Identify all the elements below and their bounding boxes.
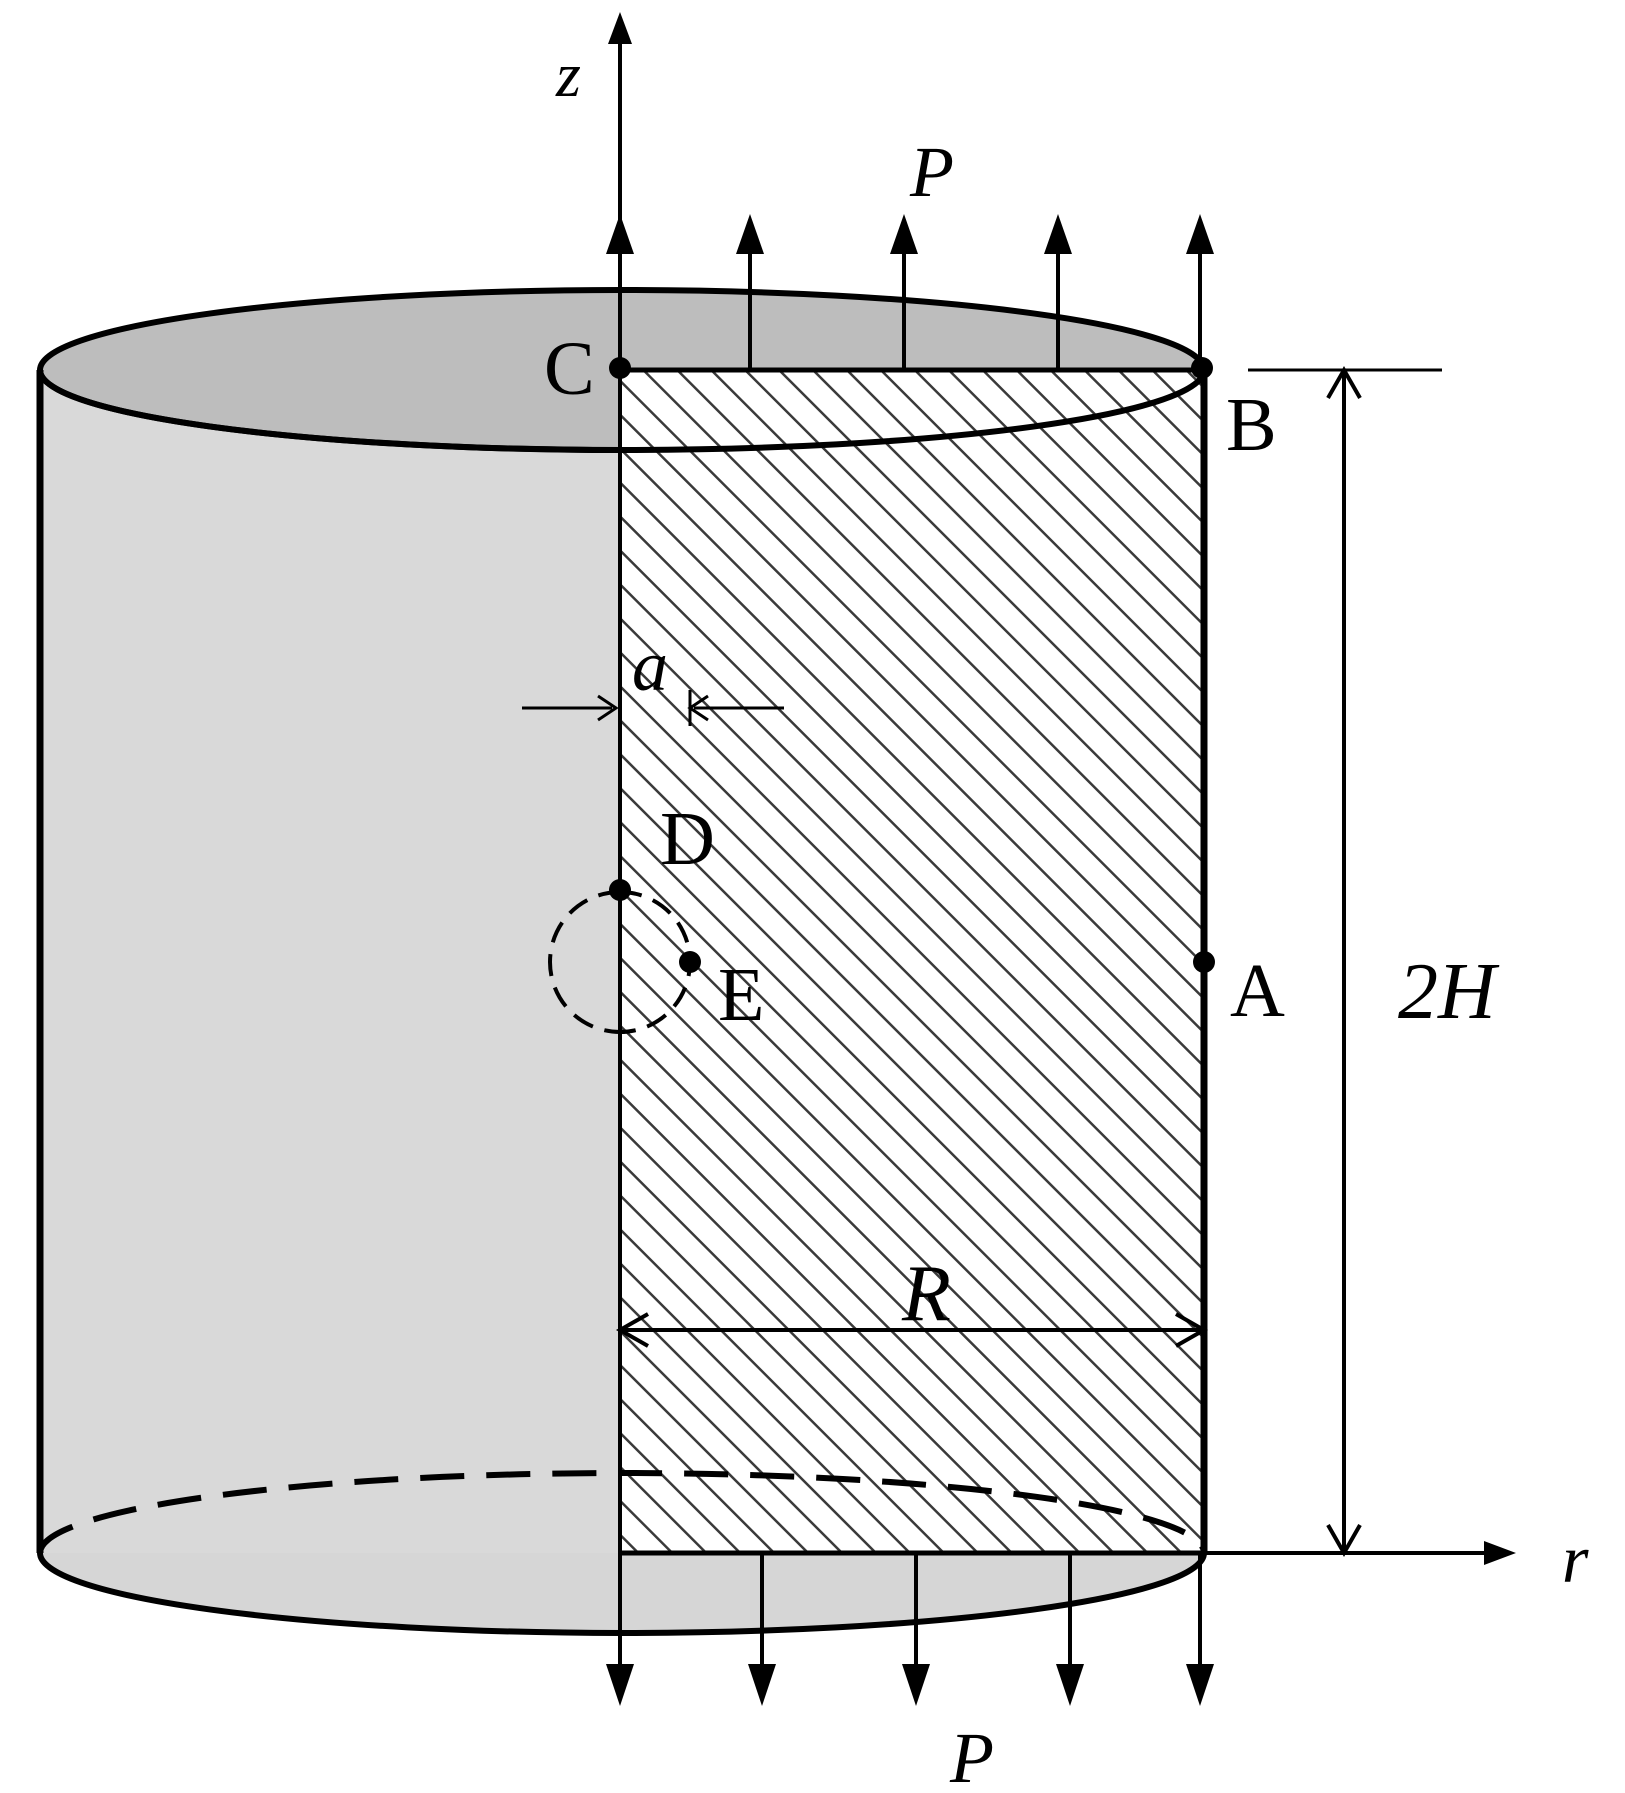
- radius-dim-label: R: [901, 1250, 951, 1338]
- crack-circle-dashed-left: [548, 890, 621, 1034]
- point-a-marker: [1193, 951, 1215, 973]
- point-d-label: D: [660, 797, 715, 881]
- point-a-label: A: [1230, 949, 1285, 1033]
- bottom-load-arrows: [606, 1553, 1214, 1706]
- point-d-marker: [609, 879, 631, 901]
- bottom-load-label: P: [949, 1718, 994, 1793]
- r-axis-arrowhead: [1484, 1541, 1516, 1565]
- top-load-label: P: [909, 132, 954, 212]
- z-axis-arrowhead: [608, 12, 632, 44]
- r-axis-label: r: [1562, 1521, 1589, 1597]
- radius-dim-arrow-right: [1175, 1312, 1209, 1348]
- gap-dim-label: a: [632, 626, 668, 706]
- radius-dim-arrow-left: [615, 1312, 649, 1348]
- top-load-arrows: [606, 214, 1214, 370]
- gap-dim-left-arrow: [597, 694, 619, 722]
- point-e-label: E: [718, 953, 764, 1037]
- point-c-label: C: [544, 327, 595, 411]
- hatched-cross-section: [620, 370, 1204, 1553]
- point-c-marker: [609, 357, 631, 379]
- point-b-label: B: [1226, 383, 1277, 467]
- height-dim-label: 2H: [1398, 948, 1500, 1036]
- point-b-marker: [1191, 357, 1213, 379]
- height-dim-arrow-bottom: [1326, 1524, 1362, 1558]
- z-axis-label: z: [555, 39, 581, 110]
- point-e-marker: [679, 951, 701, 973]
- height-dim-arrow-top: [1326, 365, 1362, 399]
